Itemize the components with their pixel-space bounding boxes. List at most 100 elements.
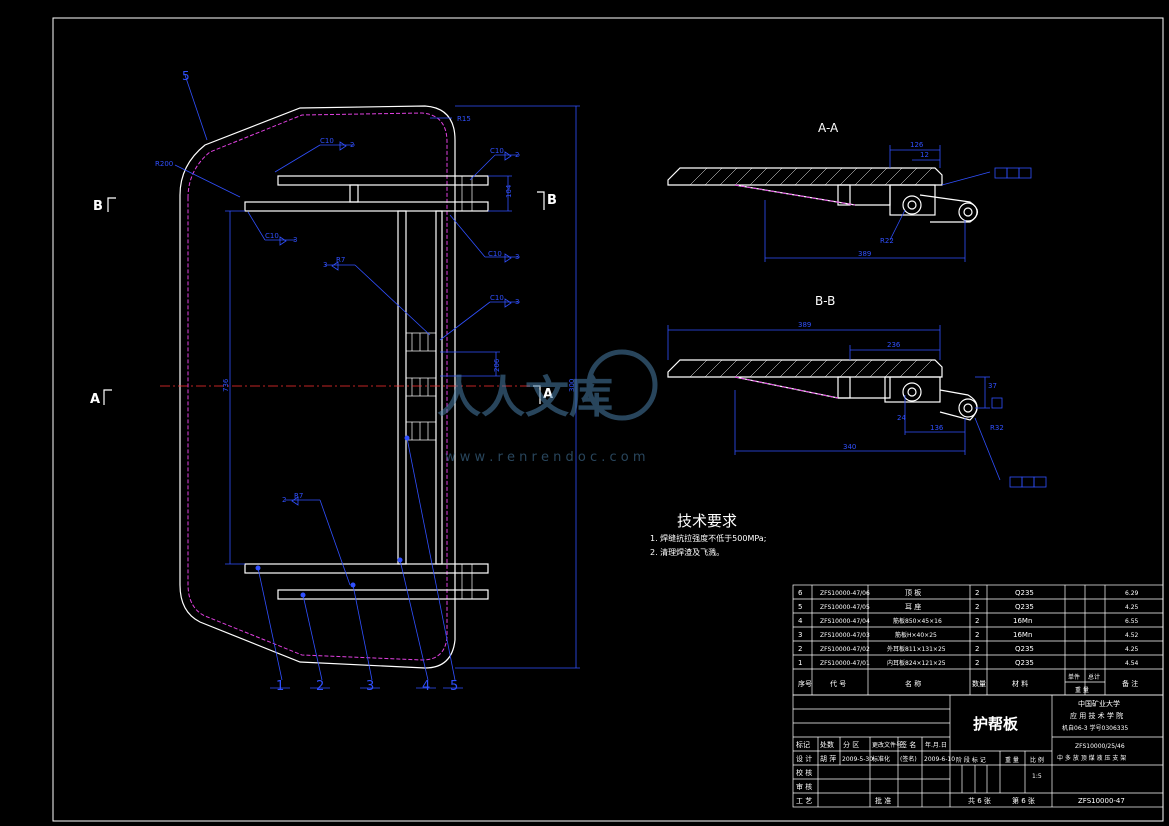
top-plate-2 [244,201,489,212]
bottom-plate-2 [277,589,489,600]
dim-r7b: R7 [294,492,303,500]
svg-text:2: 2 [975,589,979,597]
tb-approve: 批 准 [875,796,891,805]
svg-text:4.25: 4.25 [1125,604,1139,611]
dim-c10d: C10 [488,250,502,258]
tb-design-date: 2009-5-30 [842,756,873,763]
school-1: 中国矿业大学 [1078,699,1120,708]
tb-process: 工 艺 [796,797,812,805]
tb-count: 处数 [820,740,834,749]
balloon-5: 5 [450,679,458,694]
svg-text:Q235: Q235 [1015,603,1034,611]
svg-text:Q235: Q235 [1015,645,1034,653]
svg-text:耳 座: 耳 座 [905,602,921,611]
tb-review: 审 核 [796,782,812,791]
bom-row-3: 3 ZFS10000-47/03 筋板H×40×25 2 16Mn 4.52 [798,631,1139,639]
dim-c10c: C10 [490,147,504,155]
section-bb-view: B-B [667,294,1047,488]
bom-row-1: 1 ZFS10000-47/01 内耳板824×121×25 2 Q235 4.… [798,659,1139,667]
dim-300: 300 [568,379,576,392]
dim-c10a: C10 [320,137,334,145]
svg-text:ZFS10000-47/04: ZFS10000-47/04 [820,618,870,625]
dim-r200: R200 [155,160,173,168]
tb-weight: 重 量 [1005,756,1019,764]
dim-r32: R32 [990,424,1004,432]
dim-104: 104 [505,184,513,198]
dim-340: 340 [843,443,856,451]
svg-text:6.55: 6.55 [1125,618,1139,625]
weld-size-4: 3 [515,253,519,261]
dim-r22: R22 [880,237,894,245]
svg-text:总计: 总计 [1088,673,1100,681]
svg-text:ZFS10000-47/02: ZFS10000-47/02 [820,646,870,653]
svg-text:2: 2 [798,645,802,653]
tb-std: 标准化 [872,755,890,763]
svg-text:2: 2 [975,631,979,639]
weld-size-6: 3 [323,261,327,269]
svg-text:外耳板811×131×25: 外耳板811×131×25 [887,645,946,653]
svg-text:4.54: 4.54 [1125,660,1139,667]
tb-date-label: 年.月.日 [925,741,947,749]
watermark-brand: 人人文库 [437,372,613,423]
svg-text:重 量: 重 量 [1075,686,1089,694]
tb-mark: 标记 [796,740,810,749]
dim-r15: R15 [457,115,471,123]
weld-size-3: 2 [515,151,519,159]
top-rib [349,184,359,203]
outer-contour [179,105,456,669]
section-b-left: B [93,199,103,214]
tb-stage-mark: 阶 段 标 记 [956,756,986,764]
svg-text:4: 4 [798,617,803,625]
tb-sheets: 共 6 张 [968,796,991,805]
balloon-4: 4 [422,679,430,694]
tb-scale-val: 1:5 [1032,773,1042,780]
drawing-border [52,17,1164,822]
main-view: R15 R200 C10 C10 C10 C10 C10 R7 R7 104 2… [90,69,580,694]
svg-text:单件: 单件 [1068,673,1080,681]
school-3: 机自06-3 学号0306335 [1062,724,1128,732]
vertical-rib-1 [397,210,407,565]
svg-text:2: 2 [975,659,979,667]
dim-24: 24 [897,414,906,422]
section-aa-title: A-A [818,121,839,135]
bom-table: 6 ZFS10000-47/06 顶 板 2 Q235 6.29 5 ZFS10… [792,584,1164,696]
svg-text:2: 2 [975,617,979,625]
balloon-2: 2 [316,679,324,694]
weld-size-7: 2 [282,496,286,504]
section-b-right: B [547,193,557,208]
svg-text:ZFS10000-47/01: ZFS10000-47/01 [820,660,870,667]
svg-text:4.25: 4.25 [1125,646,1139,653]
balloon-top: 5 [182,69,190,83]
svg-text:筋板850×45×16: 筋板850×45×16 [893,617,942,625]
svg-text:序号: 序号 [798,679,812,688]
part-name: 护帮板 [973,715,1019,733]
top-plate-1 [277,175,489,186]
tb-change-doc: 更改文件号 [872,741,902,749]
svg-text:备 注: 备 注 [1122,679,1138,688]
svg-text:6: 6 [798,589,803,597]
section-aa-view: A-A [667,121,1032,262]
bom-row-6: 6 ZFS10000-47/06 顶 板 2 Q235 6.29 [798,588,1139,597]
tb-designer: 胡 萍 [820,754,836,763]
dim-37: 37 [988,382,997,390]
tech-title: 技术要求 [677,512,737,530]
bottom-plate-1 [244,563,489,574]
svg-text:ZFS10000-47/03: ZFS10000-47/03 [820,632,870,639]
bom-row-4: 4 ZFS10000-47/04 筋板850×45×16 2 16Mn 6.55 [798,617,1139,625]
watermark-url: w w w . r e n r e n d o c . c o m [445,450,646,465]
svg-text:内耳板824×121×25: 内耳板824×121×25 [887,659,946,667]
tech-line-2: 2. 清理焊渣及飞溅。 [650,547,724,557]
dim-136: 136 [930,424,944,432]
weld-size-2: 3 [293,236,297,244]
svg-text:3: 3 [798,631,802,639]
dim-389b: 389 [798,321,811,329]
drawing-no-2: 中 多 放 顶 煤 液 压 支 架 [1057,754,1126,762]
svg-text:6.29: 6.29 [1125,590,1139,597]
bom-row-2: 2 ZFS10000-47/02 外耳板811×131×25 2 Q235 4.… [798,645,1139,653]
tb-std-sign: (签名) [900,755,917,763]
school-2: 应 用 技 术 学 院 [1070,711,1123,720]
dim-206: 206 [493,358,501,372]
section-a-right: A [543,387,553,402]
section-bb-title: B-B [815,294,835,308]
dim-c10e: C10 [490,294,504,302]
